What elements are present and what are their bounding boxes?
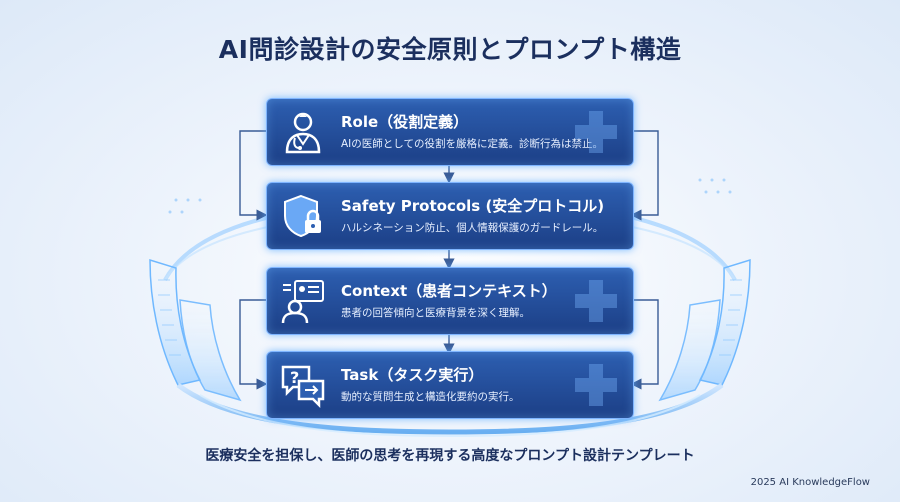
card-task-heading: Task（タスク実行） [341, 366, 484, 384]
copyright: 2025 AI KnowledgeFlow [750, 477, 870, 488]
card-task-desc: 動的な質問生成と構造化要約の実行。 [341, 391, 520, 403]
card-safety-heading: Safety Protocols (安全プロトコル) [341, 197, 605, 215]
medical-cross-icon [575, 364, 617, 406]
medical-cross-icon [575, 280, 617, 322]
card-role-desc: AIの医師としての役割を厳格に定義。診断行為は禁止。 [341, 138, 603, 150]
page-title: AI問診設計の安全原則とプロンプト構造 [218, 35, 682, 64]
card-task: ? Task（タスク実行） 動的な質問生成と構造化要約の実行。 [266, 351, 634, 419]
card-role: Role（役割定義） AIの医師としての役割を厳格に定義。診断行為は禁止。 [266, 98, 634, 166]
card-safety-desc: ハルシネーション防止、個人情報保護のガードレール。 [341, 222, 604, 234]
caption: 医療安全を担保し、医師の思考を再現する高度なプロンプト設計テンプレート [205, 448, 695, 464]
card-safety-protocols: Safety Protocols (安全プロトコル) ハルシネーション防止、個人… [266, 182, 634, 250]
chat-question-icon: ? [281, 365, 325, 409]
doctor-icon [285, 112, 321, 154]
shield-lock-icon [284, 194, 321, 238]
svg-text:?: ? [290, 368, 299, 387]
card-context-heading: Context（患者コンテキスト） [341, 282, 557, 300]
card-role-heading: Role（役割定義） [341, 113, 469, 131]
medical-cross-icon [575, 111, 617, 153]
card-context-desc: 患者の回答傾向と医療背景を深く理解。 [341, 307, 530, 319]
card-context: Context（患者コンテキスト） 患者の回答傾向と医療背景を深く理解。 [266, 267, 634, 335]
patient-profile-icon [281, 280, 324, 324]
